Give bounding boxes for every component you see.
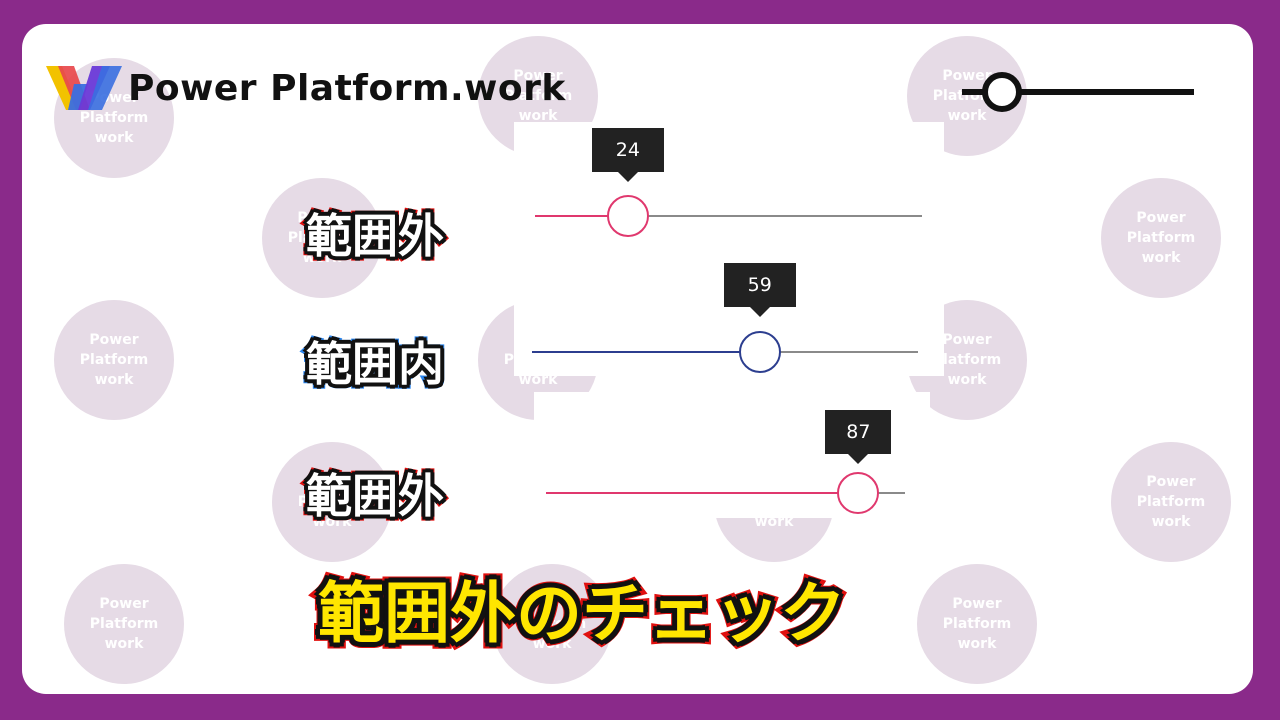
watermark-circle: Power Platform work	[917, 564, 1037, 684]
watermark-circle: Power Platform work	[1111, 442, 1231, 562]
slider-value-tooltip: 24	[591, 128, 664, 182]
slider-thumb[interactable]	[738, 331, 781, 373]
slider-fill	[546, 492, 859, 494]
slider-track	[858, 492, 905, 494]
watermark-circle: Power Platform work	[262, 178, 382, 298]
headline-title: 範囲外のチェック	[312, 569, 852, 658]
brand-name: Power Platform.work	[128, 68, 566, 109]
slider-value-tooltip: 59	[723, 263, 796, 317]
slider-thumb[interactable]	[606, 195, 649, 237]
watermark-circle: Power Platform work	[1101, 178, 1221, 298]
watermark-circle: Power Platform work	[54, 300, 174, 420]
watermark-circle: Power Platform work	[492, 564, 612, 684]
slider-icon	[962, 72, 1194, 112]
slider-track	[627, 215, 922, 217]
slider-value-tooltip: 87	[825, 410, 892, 464]
out-of-range-label: 範囲外	[302, 465, 448, 527]
logo-stripe-blue	[68, 84, 88, 110]
watermark-circle: Power Platform work	[64, 564, 184, 684]
slider-fill	[532, 351, 760, 353]
slider-panel	[514, 122, 944, 240]
in-range-label: 範囲内	[302, 333, 448, 395]
power-platform-logo-icon	[46, 66, 122, 110]
slider-thumb[interactable]	[837, 472, 880, 514]
out-of-range-label: 範囲外	[302, 205, 448, 267]
logo-stripe-blue2	[88, 66, 122, 110]
slider-fill	[535, 215, 628, 217]
watermark-circle: Power Platform work	[272, 442, 392, 562]
slider-track	[759, 351, 918, 353]
